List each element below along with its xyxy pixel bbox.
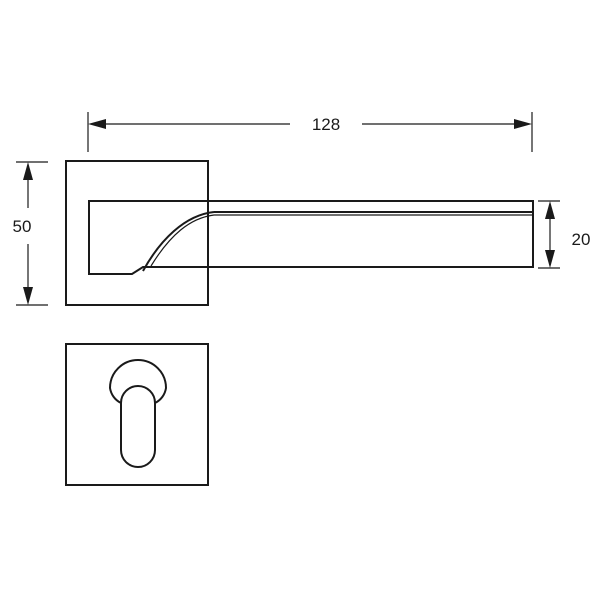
rose-height-dimension-label: 50 xyxy=(13,217,32,236)
rose-height-arrow-top xyxy=(23,162,33,180)
lever-inner-edge xyxy=(150,214,533,267)
lever-handle xyxy=(88,200,534,275)
lever-neck-curve xyxy=(142,211,215,272)
rose-height-dimension: 50 xyxy=(13,161,48,306)
rose-height-arrow-bottom xyxy=(23,287,33,305)
lever-rose-square xyxy=(65,160,209,306)
length-arrow-right xyxy=(514,119,532,129)
length-dimension: 128 xyxy=(87,112,533,152)
lever-outline xyxy=(88,200,534,275)
lever-height-dimension: 20 xyxy=(538,200,591,269)
lever-height-dimension-label: 20 xyxy=(572,230,591,249)
lever-height-arrow-bottom xyxy=(545,250,555,268)
length-dimension-label: 128 xyxy=(312,115,340,134)
lever-height-arrow-top xyxy=(545,201,555,219)
length-arrow-left xyxy=(88,119,106,129)
euro-cylinder-keyhole xyxy=(108,359,168,468)
escutcheon-square xyxy=(65,343,209,486)
